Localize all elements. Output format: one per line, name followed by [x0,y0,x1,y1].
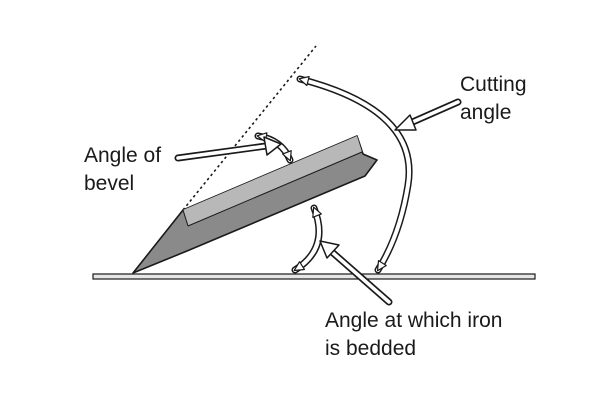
cutting-angle-label-line2: angle [460,101,511,124]
cutting-angle-pointer-arrow [394,98,462,131]
bevel-extension-dotted-line [182,45,317,211]
bedding-angle-label-line2: is bedded [325,337,416,360]
plane-iron-blade [132,135,378,274]
base-line [92,273,536,280]
bevel-angle-label-line2: bevel [84,172,134,195]
bedding-angle-label-line1: Angle at which iron [325,309,502,332]
bevel-angle-pointer-arrow [174,136,282,162]
cutting-angle-label-line1: Cutting [460,73,527,96]
bevel-angle-label-line1: Angle of [84,144,161,167]
bedding-angle-pointer-arrow [319,240,393,306]
